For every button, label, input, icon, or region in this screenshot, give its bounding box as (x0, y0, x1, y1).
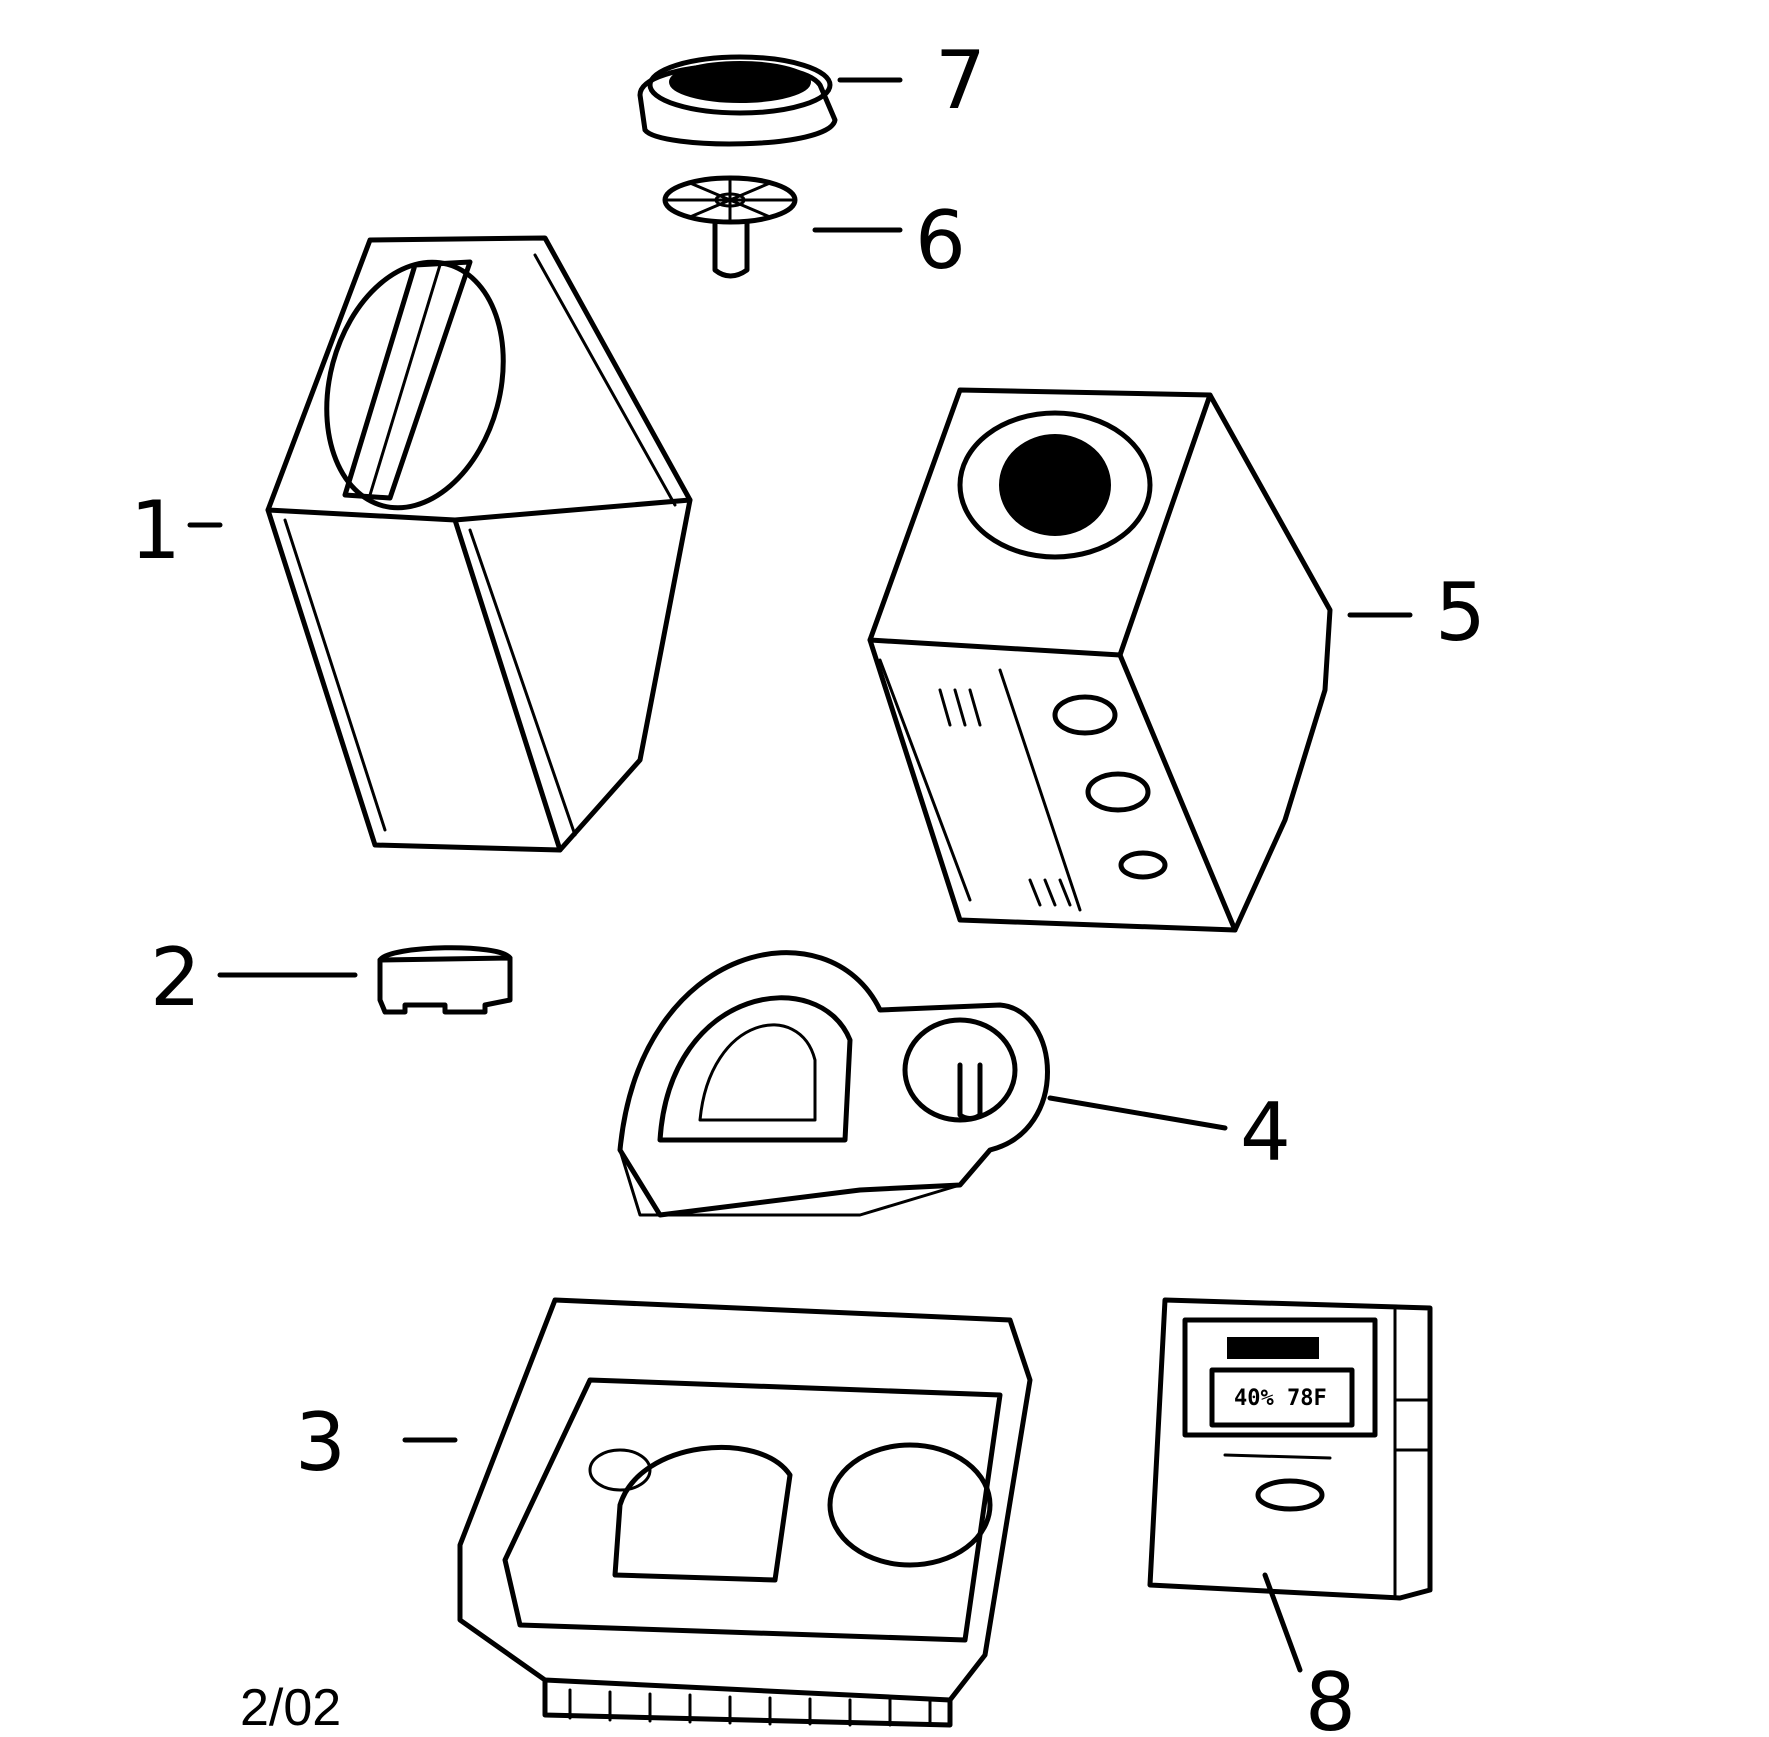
callout-6: 6 (915, 194, 966, 287)
part-5-motor-housing (867, 387, 1333, 933)
leader-8 (1262, 1572, 1303, 1673)
part-3-base (457, 1297, 1033, 1728)
revision-date: 2/02 (240, 1679, 341, 1737)
housing-controls (1052, 694, 1168, 880)
callout-5: 5 (1435, 566, 1486, 659)
brand-plate (1227, 1337, 1319, 1359)
housing-vents (938, 688, 1072, 907)
callout-3: 3 (295, 1396, 346, 1489)
callout-8: 8 (1305, 1656, 1356, 1737)
part-1-water-tank (265, 235, 693, 853)
part-7-mist-cap (637, 54, 838, 147)
part-4-water-tray (617, 950, 1050, 1218)
part-6-mist-nozzle (662, 175, 798, 279)
hygrometer-button (1255, 1478, 1325, 1512)
callout-2: 2 (150, 931, 201, 1024)
part-2-tank-cap (377, 945, 513, 1015)
callout-7: 7 (935, 34, 986, 127)
hygrometer-display: 40% 78F (1234, 1386, 1327, 1411)
base-grille (568, 1688, 932, 1727)
leader-4 (1047, 1095, 1228, 1131)
part-8-hygrometer: 40% 78F (1147, 1297, 1433, 1601)
callout-1: 1 (130, 484, 181, 577)
callout-4: 4 (1240, 1086, 1291, 1179)
